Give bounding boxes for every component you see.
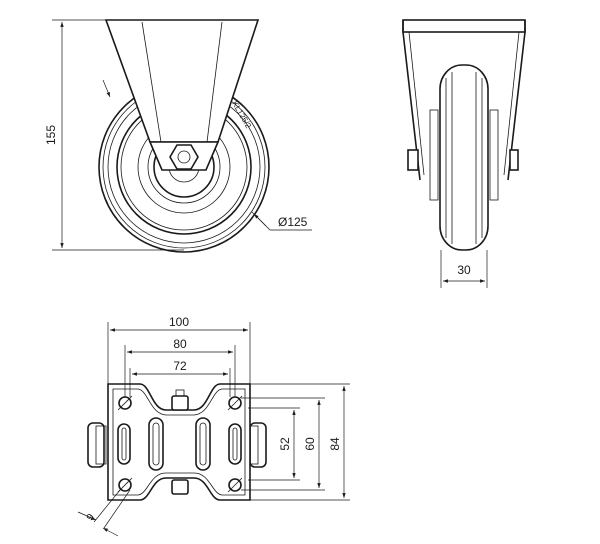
slots xyxy=(117,417,242,471)
fork-front xyxy=(402,19,526,181)
diameter-label: Ø125 xyxy=(278,215,308,229)
front-view: 30 xyxy=(402,19,526,288)
width-label: 30 xyxy=(457,263,471,277)
dimension-height: 155 xyxy=(44,19,184,251)
dimension-plate-width: 100 xyxy=(107,315,251,384)
axle-heads xyxy=(171,389,189,495)
hole-spacing-short-label: 60 xyxy=(303,437,317,451)
dimension-plate-depth: 84 xyxy=(250,383,350,501)
wheel-marking: KL125/2 xyxy=(230,100,253,131)
dimension-width: 30 xyxy=(440,250,488,288)
plate-depth-label: 84 xyxy=(328,437,342,451)
dimension-diameter: Ø125 xyxy=(102,79,312,231)
top-view: 100 80 72 52 60 xyxy=(77,315,350,537)
side-view: KL125/2 155 Ø125 xyxy=(44,19,312,253)
axle-nut xyxy=(169,144,199,170)
dimension-hole-spacing-long: 80 xyxy=(124,337,236,397)
hole-spacing-inner-label: 72 xyxy=(173,359,187,373)
height-label: 155 xyxy=(44,125,58,145)
plate-width-label: 100 xyxy=(169,315,189,329)
dimension-hole-spacing-short: 60 xyxy=(241,397,325,491)
wheel-front xyxy=(429,64,499,251)
dimension-hole-spacing-inner: 72 xyxy=(129,359,231,397)
dimension-slot-spacing: 52 xyxy=(248,407,300,481)
hole-spacing-long-label: 80 xyxy=(173,337,187,351)
hole-diameter-label: 9 xyxy=(85,512,97,523)
dimension-hole-diameter: 9 xyxy=(77,489,131,537)
slot-spacing-label: 52 xyxy=(278,437,292,451)
wheel-ends xyxy=(87,422,267,468)
